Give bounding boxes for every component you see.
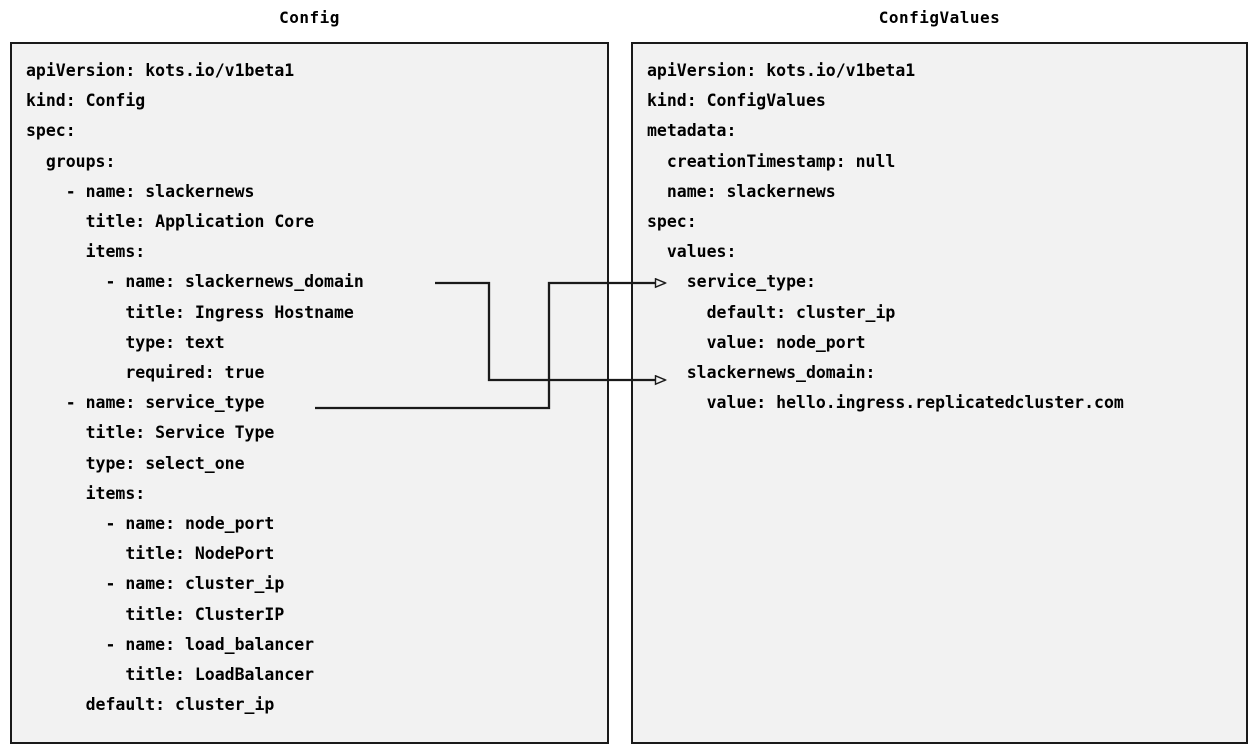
configvalues-panel: apiVersion: kots.io/v1beta1 kind: Config… [631, 42, 1248, 744]
config-panel: apiVersion: kots.io/v1beta1 kind: Config… [10, 42, 609, 744]
config-yaml-text: apiVersion: kots.io/v1beta1 kind: Config… [26, 61, 364, 715]
configvalues-yaml-text: apiVersion: kots.io/v1beta1 kind: Config… [647, 61, 1124, 413]
configvalues-panel-title: ConfigValues [878, 8, 1001, 27]
config-panel-title: Config [279, 8, 340, 27]
